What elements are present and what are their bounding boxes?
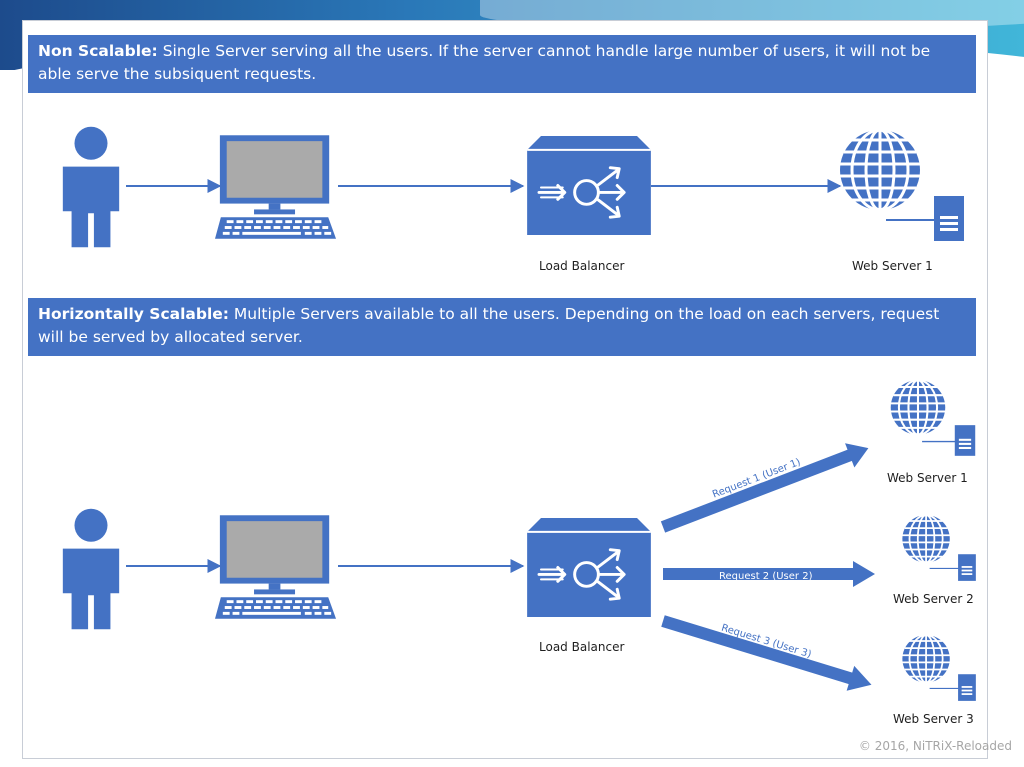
web-server-icon [901, 514, 977, 582]
banner-text: Single Server serving all the users. If … [38, 42, 931, 83]
web-server-label: Web Server 2 [893, 592, 974, 606]
load-balancer-icon [527, 136, 651, 235]
computer-icon [215, 515, 337, 619]
computer-icon [215, 135, 337, 239]
request-arrow-1: Request 1 (User 1) [660, 443, 869, 533]
load-balancer-label: Load Balancer [539, 259, 625, 273]
web-server-label: Web Server 1 [887, 471, 968, 485]
non-scalable-banner: Non Scalable: Single Server serving all … [28, 35, 976, 93]
horizontally-scalable-banner: Horizontally Scalable: Multiple Servers … [28, 298, 976, 356]
web-server-icon [838, 128, 966, 243]
top-diagram [62, 126, 966, 248]
bottom-diagram: Request 1 (User 1) Request 2 (User 2) Re… [62, 379, 977, 702]
person-icon [62, 508, 120, 630]
request-arrow-2: Request 2 (User 2) [663, 561, 875, 587]
load-balancer-label: Load Balancer [539, 640, 625, 654]
banner-text: Multiple Servers available to all the us… [38, 305, 940, 346]
copyright-text: © 2016, NiTRiX-Reloaded [858, 739, 1012, 753]
load-balancer-icon [527, 518, 651, 617]
web-server-label: Web Server 3 [893, 712, 974, 726]
person-icon [62, 126, 120, 248]
request-label: Request 2 (User 2) [719, 571, 813, 582]
banner-title: Horizontally Scalable: [38, 305, 229, 323]
web-server-label: Web Server 1 [852, 259, 933, 273]
web-server-icon [901, 634, 977, 702]
banner-title: Non Scalable: [38, 42, 158, 60]
web-server-icon [889, 379, 977, 457]
slide-frame [22, 20, 988, 759]
request-arrow-3: Request 3 (User 3) [661, 615, 872, 691]
